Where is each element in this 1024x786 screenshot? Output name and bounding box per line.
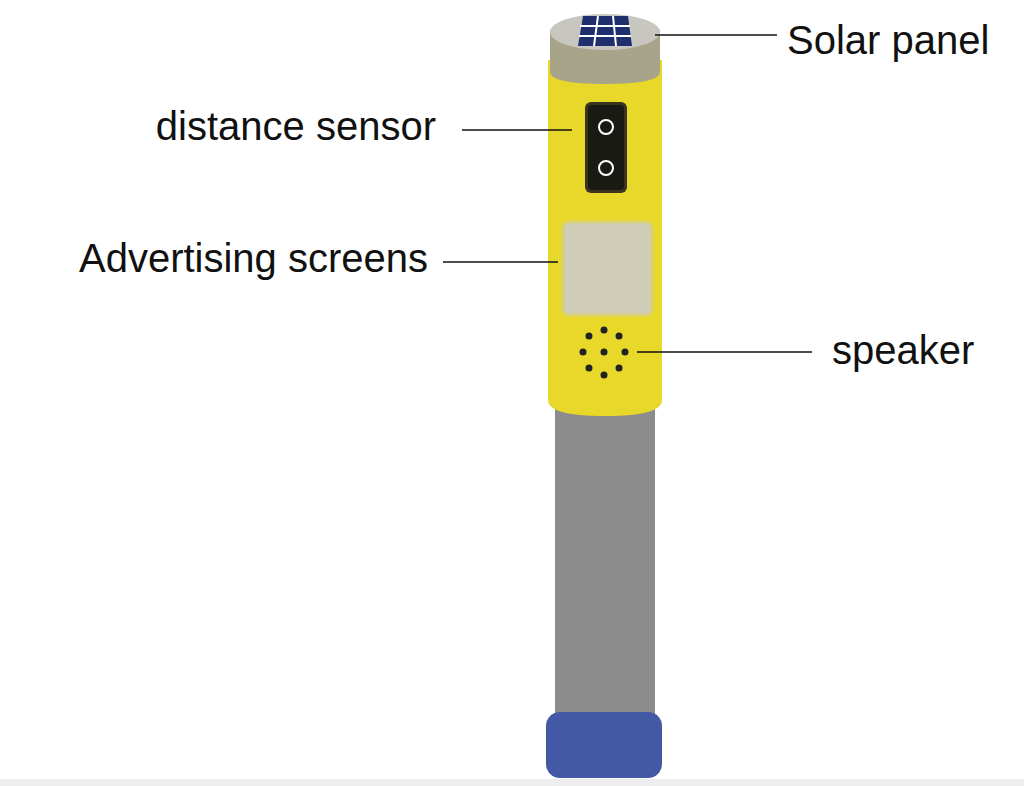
floor-band [0, 779, 1024, 786]
part-label: Solar panel [787, 17, 989, 63]
screen [563, 222, 652, 315]
solar-cells [578, 16, 632, 46]
pole [555, 395, 655, 725]
yellow-housing [548, 60, 662, 416]
solar-grid [579, 16, 631, 46]
speaker-grille [580, 327, 629, 379]
leader-lines [443, 35, 812, 352]
cap-top [550, 14, 660, 50]
part-label: distance sensor [156, 103, 436, 149]
sensor-eye [599, 161, 613, 175]
base [546, 712, 662, 778]
sensor-eye [599, 120, 613, 134]
part-label: speaker [832, 327, 974, 373]
sensor-frame [585, 102, 627, 193]
part-label: Advertising screens [79, 235, 428, 281]
sensor-window [588, 105, 624, 190]
